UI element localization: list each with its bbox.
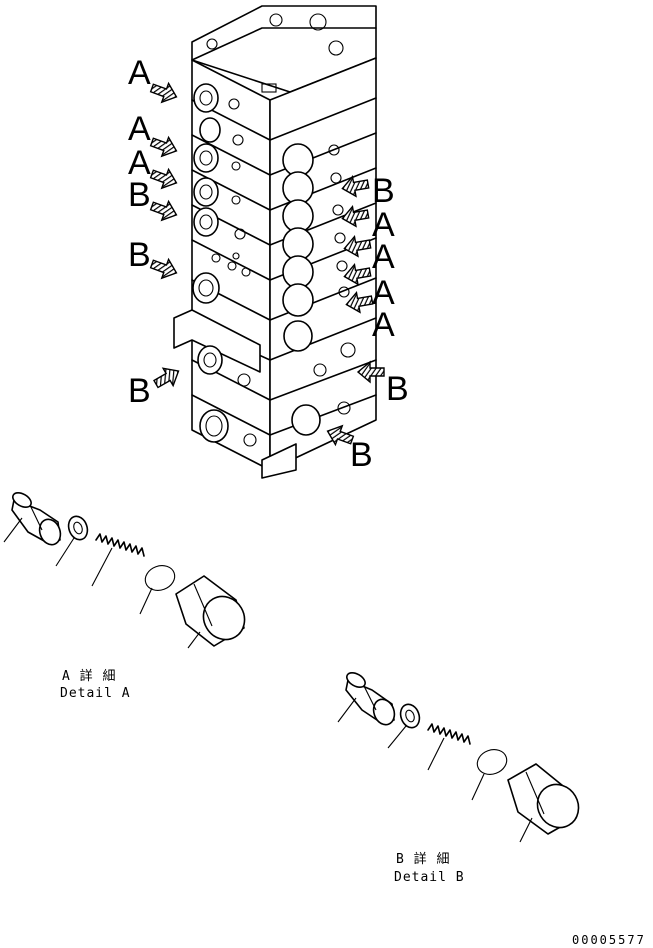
plug-part — [175, 575, 246, 647]
callout-left-6: B — [128, 372, 151, 410]
control-valve-assembly — [173, 5, 377, 479]
plug-part-b — [507, 763, 580, 835]
detail-a-exploded-view — [3, 491, 246, 649]
o-ring-part — [144, 565, 176, 591]
callout-left-1: A — [128, 54, 151, 92]
detail-a-title-jp: A 詳 細 — [62, 668, 116, 684]
backup-ring-part-b — [399, 703, 421, 729]
detail-b-title-en: Detail B — [394, 870, 465, 885]
poppet-part-b — [345, 671, 396, 726]
callout-right-4: A — [372, 274, 395, 312]
callout-right-2: A — [372, 206, 395, 244]
callout-right-5: A — [372, 306, 395, 344]
detail-a-title-en: Detail A — [60, 686, 131, 701]
left-face-plugs — [192, 83, 257, 447]
detail-b-title-jp: B 詳 細 — [396, 851, 450, 867]
callout-left-3: A — [128, 144, 151, 182]
callout-right-6: B — [386, 370, 409, 408]
drawing-id: 00005577 — [572, 933, 646, 947]
callout-left-4: B — [128, 176, 151, 214]
callout-right-3: A — [372, 238, 395, 276]
spring-part-b — [427, 723, 471, 745]
spring-part — [95, 533, 145, 557]
right-face-plugs — [282, 143, 356, 436]
callout-left-2: A — [128, 110, 151, 148]
poppet-part — [11, 491, 62, 546]
callout-right-1: B — [372, 172, 395, 210]
o-ring-part-b — [476, 749, 508, 775]
callout-left-5: B — [128, 236, 151, 274]
backup-ring-part — [67, 515, 89, 541]
detail-b-exploded-view — [337, 671, 580, 843]
callout-right-7: B — [350, 436, 373, 474]
